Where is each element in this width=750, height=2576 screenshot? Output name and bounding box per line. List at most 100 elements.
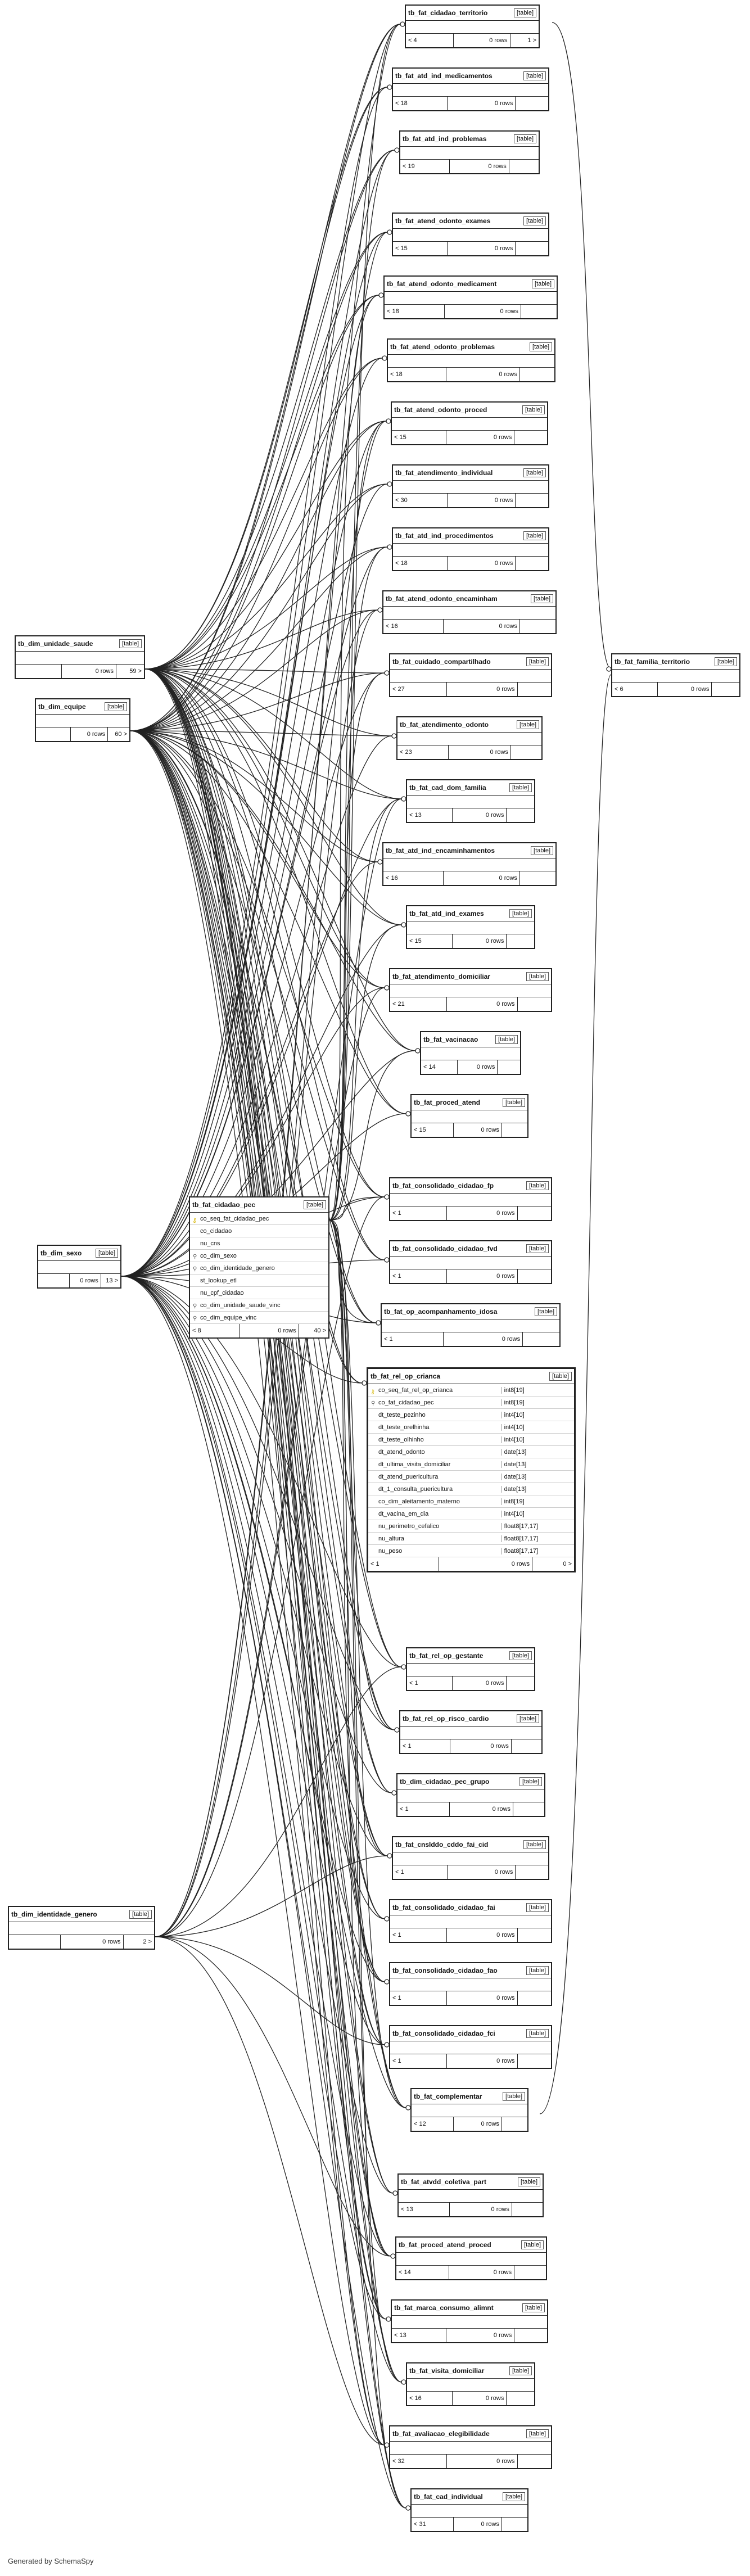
column-row[interactable]: st_lookup_etl [190,1275,328,1287]
relationship-line [130,232,388,731]
table-name: tb_fat_rel_op_crianca [371,1372,441,1380]
table-tb-fat-consolidado-cidadao-fci[interactable]: tb_fat_consolidado_cidadao_fci[table]< 1… [389,2025,552,2069]
columns-placeholder [390,1978,551,1991]
relationship-line [130,730,402,799]
relationship-line [155,1936,385,2446]
relationship-line [155,1936,385,2045]
columns-placeholder [382,1319,559,1332]
table-type-badge: [table] [105,702,127,711]
parent-count: < 6 [612,683,658,696]
relationship-endpoint [401,796,406,802]
column-row[interactable]: ⚲co_dim_sexo [190,1250,328,1262]
table-name: tb_fat_familia_territorio [615,658,690,666]
table-tb-fat-consolidado-cidadao-fvd[interactable]: tb_fat_consolidado_cidadao_fvd[table]< 1… [389,1240,552,1284]
column-row[interactable]: nu_cns [190,1237,328,1250]
columns-placeholder [388,355,554,368]
table-tb-fat-op-acompanhamento-idosa[interactable]: tb_fat_op_acompanhamento_idosa[table]< 1… [381,1303,561,1347]
table-tb-fat-atendimento-individual[interactable]: tb_fat_atendimento_individual[table]< 30… [392,464,549,508]
parent-count: < 15 [412,1123,454,1137]
column-row[interactable]: co_cidadao [190,1225,328,1237]
parent-count: < 1 [400,1739,451,1753]
child-count [518,2455,551,2468]
relationship-line [130,730,385,988]
child-count [518,1269,551,1283]
table-tb-fat-atend-odonto-medicament[interactable]: tb_fat_atend_odonto_medicament[table]< 1… [383,275,558,319]
child-count [520,871,555,885]
table-type-badge: [table] [517,720,539,729]
column-row[interactable]: nu_cpf_cidadao [190,1287,328,1299]
column-row[interactable]: ⚲co_dim_unidade_saude_vinc [190,1299,328,1312]
table-tb-fat-cidadao-pec[interactable]: tb_fat_cidadao_pec [table] ⚷co_seq_fat_c… [189,1196,329,1339]
column-row[interactable]: ⚷co_seq_fat_cidadao_pec [190,1213,328,1225]
table-tb-fat-consolidado-cidadao-fai[interactable]: tb_fat_consolidado_cidadao_fai[table]< 1… [389,1899,552,1943]
table-tb-fat-consolidado-cidadao-fao[interactable]: tb_fat_consolidado_cidadao_fao[table]< 1… [389,1962,552,2006]
relationship-line [121,1276,385,1919]
table-name: tb_fat_cidadao_territorio [408,9,488,17]
column-row[interactable]: ⚲co_dim_identidade_genero [190,1262,328,1275]
relationship-line [329,1219,406,2108]
columns-placeholder [390,1257,551,1269]
table-tb-fat-atend-odonto-encaminham[interactable]: tb_fat_atend_odonto_encaminham[table]< 1… [382,590,557,634]
table-tb-fat-rel-op-crianca[interactable]: tb_fat_rel_op_crianca [table] ⚷co_seq_fa… [367,1367,576,1572]
table-tb-fat-avaliacao-elegibilidade[interactable]: tb_fat_avaliacao_elegibilidade[table]< 3… [389,2425,552,2469]
parent-count: < 15 [392,431,447,444]
column-row[interactable]: ⚲co_dim_equipe_vinc [190,1312,328,1324]
table-tb-fat-atd-ind-encaminhamentos[interactable]: tb_fat_atd_ind_encaminhamentos[table]< 1… [382,842,557,886]
parent-count: < 13 [407,808,453,822]
foreign-key-icon: ⚲ [193,1253,197,1260]
columns-placeholder [390,2442,551,2455]
relationship-endpoint [391,1790,397,1796]
parent-count: < 32 [390,2455,447,2468]
child-count [511,745,541,759]
table-tb-fat-atend-odonto-problemas[interactable]: tb_fat_atend_odonto_problemas[table]< 18… [387,338,555,382]
table-type-badge: [table] [509,1651,532,1660]
table-tb-fat-atendimento-domiciliar[interactable]: tb_fat_atendimento_domiciliar[table]< 21… [389,968,552,1012]
relationship-endpoint [386,2316,391,2322]
relationship-line [121,1113,406,1277]
